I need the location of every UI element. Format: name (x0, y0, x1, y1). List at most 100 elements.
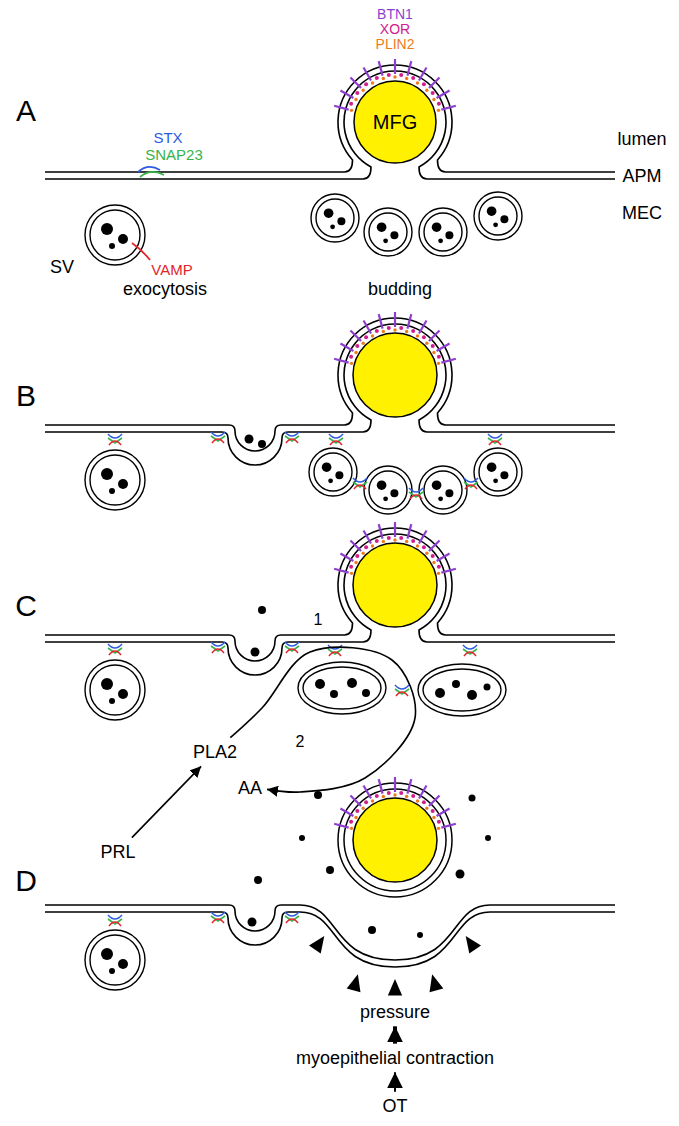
plin2-protein (437, 827, 440, 830)
vamp-protein (109, 922, 121, 926)
snare-complex (463, 645, 477, 656)
btn1-protein (364, 67, 372, 80)
plin2-protein (416, 81, 419, 84)
casein-micelle (469, 795, 476, 802)
xor-protein (422, 335, 426, 339)
vesicle-membrane (424, 471, 462, 509)
btn1-protein (340, 344, 353, 352)
plin2-protein (350, 362, 353, 365)
btn1-protein (437, 809, 450, 817)
plin2-protein (405, 795, 408, 798)
node-text: OT (381, 1095, 410, 1118)
protein-label: STX (153, 130, 182, 147)
fat-globule-node: MFG (353, 80, 437, 164)
plin2-protein (382, 330, 385, 333)
plin2-protein (405, 330, 408, 333)
casein-micelle (109, 968, 115, 974)
secretory-vesicle (419, 466, 467, 514)
vesicle-membrane (90, 935, 140, 985)
hormone-node: OT (381, 1095, 410, 1118)
casein-micelle (254, 876, 262, 884)
secretory-vesicle (85, 205, 145, 265)
casein-micelle (362, 689, 370, 697)
vamp-protein (212, 919, 224, 923)
stx-protein (285, 432, 299, 436)
xor-protein (355, 809, 359, 813)
xor-protein (355, 554, 359, 558)
btn1-protein (379, 779, 383, 793)
btn1-protein (379, 524, 383, 538)
casein-micelle (118, 959, 128, 969)
snare-complex (395, 685, 409, 696)
xor-protein (422, 800, 426, 804)
casein-micelle (377, 222, 387, 232)
casein-micelle (315, 679, 325, 689)
secretory-vesicle (298, 662, 386, 714)
pressure-arrowhead (309, 932, 330, 954)
vamp-protein (329, 652, 341, 656)
btn1-protein (407, 524, 411, 538)
xor-protein (437, 565, 441, 569)
stx-protein (211, 912, 225, 916)
btn1-protein (419, 785, 427, 798)
xor-protein (387, 791, 391, 795)
btn1-protein (441, 106, 455, 110)
vesicle-membrane (474, 192, 522, 240)
secretory-vesicle (474, 448, 522, 496)
vamp-protein (212, 649, 224, 653)
globule-envelope (338, 783, 452, 897)
pathway-arrow (230, 647, 415, 792)
plin2-protein (361, 88, 364, 91)
btn1-protein (441, 359, 455, 363)
xor-protein (431, 809, 435, 813)
vesicle-membrane (90, 210, 140, 260)
snare-complex (488, 434, 502, 445)
btn1-protein (334, 359, 348, 363)
plin2-protein (382, 77, 385, 80)
casein-micelle (330, 224, 335, 229)
snare-complex (108, 644, 122, 655)
casein-micelle (118, 689, 128, 699)
plin2-protein (371, 81, 374, 84)
part-label: SV (50, 258, 74, 278)
plin2-protein (393, 75, 396, 78)
btn1-protein (350, 540, 361, 551)
xor-protein (355, 344, 359, 348)
vesicle-membrane (419, 208, 467, 256)
vesicle-membrane (424, 213, 462, 251)
stx-protein (329, 434, 343, 438)
callout-number: 1 (314, 611, 323, 629)
snare-complex (211, 642, 225, 653)
casein-micelle (438, 238, 443, 243)
panel-letter: A (16, 94, 36, 127)
vesicle-membrane (90, 665, 140, 715)
xor-protein (431, 344, 435, 348)
secretory-vesicle (364, 208, 412, 256)
protein-label: VAMP (151, 262, 192, 279)
plin2-protein (354, 351, 357, 354)
casein-micelle (314, 791, 322, 799)
plin2-protein (350, 827, 353, 830)
plin2-protein (425, 341, 428, 344)
plin2-protein (382, 540, 385, 543)
xor-protein (422, 82, 426, 86)
casein-micelle (456, 870, 465, 879)
stx-protein (138, 167, 160, 172)
node-text: PLA2 (191, 741, 239, 764)
casein-micelle (493, 222, 498, 227)
protein-label: BTN1 (377, 7, 413, 22)
stx-protein (211, 642, 225, 646)
stx-protein (285, 642, 299, 646)
casein-micelle (258, 606, 266, 614)
btn1-protein (350, 330, 361, 341)
btn1-protein (407, 779, 411, 793)
casein-micelle (500, 215, 508, 223)
casein-micelle (322, 462, 332, 472)
xor-protein (387, 326, 391, 330)
xor-protein (349, 102, 353, 106)
plin2-protein (371, 334, 374, 337)
xor-protein (399, 73, 403, 77)
btn1-protein (350, 795, 361, 806)
